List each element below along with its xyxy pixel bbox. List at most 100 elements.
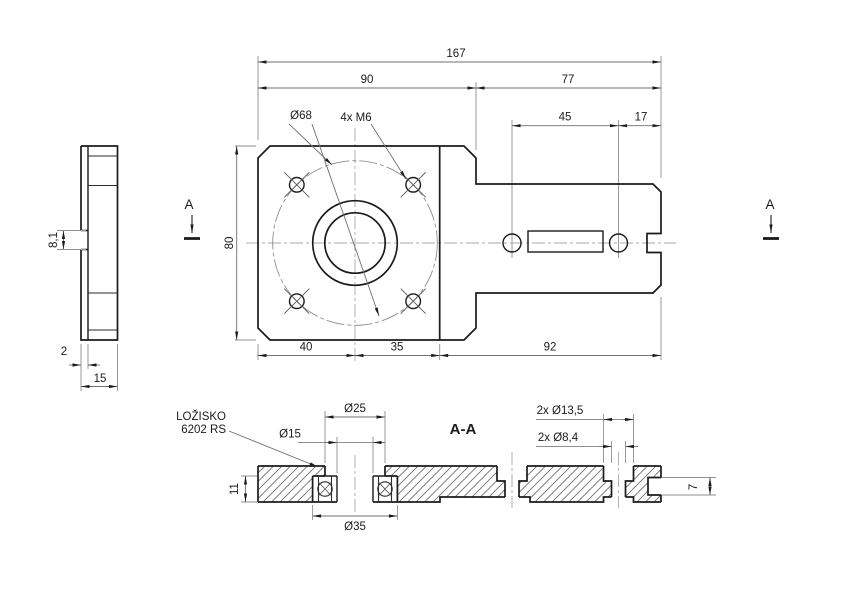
dim-right-width: 77 <box>476 74 661 90</box>
dim-arrowhead <box>625 444 634 449</box>
dim-holes-span-label: 45 <box>559 112 572 124</box>
dim-arrowhead <box>373 440 382 445</box>
bolt-holes <box>283 171 427 315</box>
dim-through-holes-label: 2x Ø8,4 <box>538 432 579 444</box>
dim-arrowhead <box>109 384 118 389</box>
dim-center-from-left: 40 <box>258 342 355 358</box>
dim-arrowhead <box>235 146 239 155</box>
dim-height-label: 80 <box>224 237 236 250</box>
dim-step-to-end: 92 <box>439 342 661 358</box>
dim-inner-bore: Ø15 <box>279 429 385 445</box>
leaders: Ø68 4x M6 <box>288 110 407 317</box>
center-bore-inner <box>323 211 387 275</box>
dim-arrowhead <box>603 444 612 449</box>
dim-arrowhead <box>708 486 712 495</box>
dim-arrowhead <box>376 415 385 419</box>
front-view: Ø68 4x M6 167 90 77 45 17 80 <box>184 48 779 362</box>
dim-arrowhead <box>324 157 332 165</box>
dim-step-to-end-label: 92 <box>544 342 557 354</box>
dim-left-width-label: 90 <box>361 74 374 86</box>
dim-arrowhead <box>610 124 619 128</box>
dim-bearing-width: 11 <box>229 476 248 502</box>
section-mark-left-label: A <box>184 197 193 212</box>
dim-arrowhead <box>61 230 66 239</box>
dim-bearing-width-label: 11 <box>229 483 241 495</box>
dim-step-depth-label: 2 <box>61 346 67 358</box>
bearing-ball-right <box>377 481 393 497</box>
dim-notch-height-label: 8,1 <box>48 232 60 248</box>
dim-seat-bore-label: Ø25 <box>344 403 366 415</box>
dim-thickness-label: 15 <box>94 373 107 385</box>
dim-bearing-od: Ø35 <box>312 514 398 533</box>
dim-arrowhead <box>309 462 318 467</box>
dim-arrowhead <box>625 417 634 422</box>
dim-arrowhead <box>708 477 712 486</box>
dim-center-to-step-label: 35 <box>391 342 404 354</box>
section-mark-right: A <box>763 197 779 240</box>
dim-counterbore: 2x Ø13,5 <box>536 405 634 422</box>
dim-arrowhead <box>769 224 773 233</box>
dim-arrowhead <box>190 224 194 233</box>
dim-arrowhead <box>72 363 81 367</box>
dim-notch-height: 8,1 <box>48 230 86 250</box>
section-mark-left: A <box>184 197 200 240</box>
extension-lines <box>235 56 662 360</box>
dim-arrowhead <box>258 60 267 64</box>
dim-inner-bore-label: Ø15 <box>279 429 301 441</box>
side-view-edge-lines <box>88 155 118 331</box>
dim-arrowhead <box>258 86 267 90</box>
bolt-circle <box>272 160 438 326</box>
dim-hole-to-edge: 17 <box>618 112 661 128</box>
dim-arrowhead <box>652 86 661 90</box>
dim-arrowhead <box>512 124 521 128</box>
dim-arrowhead <box>431 353 440 358</box>
mount-hole-left <box>502 233 522 253</box>
dim-hole-to-edge-label: 17 <box>635 112 648 124</box>
section-title: A-A <box>450 421 477 438</box>
mount-hole-right <box>608 233 629 253</box>
dim-arrowhead <box>346 353 355 358</box>
section-view: LOŽISKO 6202 RS Ø25 Ø15 2x Ø13,5 2x Ø8,4 <box>176 403 716 533</box>
dim-arrowhead <box>312 514 322 518</box>
dim-arrowhead <box>81 384 90 389</box>
dim-arrowhead <box>476 86 485 90</box>
dim-arrowhead <box>61 241 66 250</box>
dim-arrowhead <box>328 440 337 445</box>
section-extension-lines <box>241 411 716 520</box>
dim-through-holes: 2x Ø8,4 <box>536 432 638 449</box>
dim-step-depth: 2 <box>61 344 100 391</box>
dim-center-from-left-label: 40 <box>300 342 313 354</box>
bolt-circle-label: Ø68 <box>290 110 312 122</box>
dim-arrowhead <box>439 353 449 358</box>
section-mark-right-label: A <box>765 197 774 212</box>
dim-height: 80 <box>224 146 239 340</box>
side-view-notch <box>81 229 88 251</box>
dim-bearing-od-label: Ø35 <box>344 521 366 533</box>
dim-center-to-step: 35 <box>355 342 440 358</box>
bearing-note-line2: 6202 RS <box>181 424 226 436</box>
dim-arrowhead <box>243 493 248 502</box>
section-centerlines <box>354 452 619 513</box>
dim-arrowhead <box>355 353 364 358</box>
dim-arrowhead <box>243 476 248 485</box>
dim-arrowhead <box>235 331 239 340</box>
dim-seat-bore: Ø25 <box>325 403 385 419</box>
dim-holes-span: 45 <box>512 112 619 128</box>
bearing-note: LOŽISKO 6202 RS <box>176 410 319 468</box>
dim-arrowhead <box>388 514 398 518</box>
dim-arrowhead <box>618 124 627 128</box>
dim-arrowhead <box>603 417 612 422</box>
bearing-ball-left <box>317 481 333 497</box>
dim-arrowhead <box>258 353 267 358</box>
bearing-note-line1: LOŽISKO <box>176 410 226 423</box>
dim-counterbore-label: 2x Ø13,5 <box>537 405 584 417</box>
dim-thickness: 15 <box>81 344 118 391</box>
dim-arrowhead <box>374 307 379 316</box>
dim-arrowhead <box>88 363 97 367</box>
dim-arrowhead <box>325 415 334 419</box>
dim-arrowhead <box>652 353 661 358</box>
dim-arrowhead <box>467 86 476 90</box>
front-view-boss <box>527 230 604 253</box>
